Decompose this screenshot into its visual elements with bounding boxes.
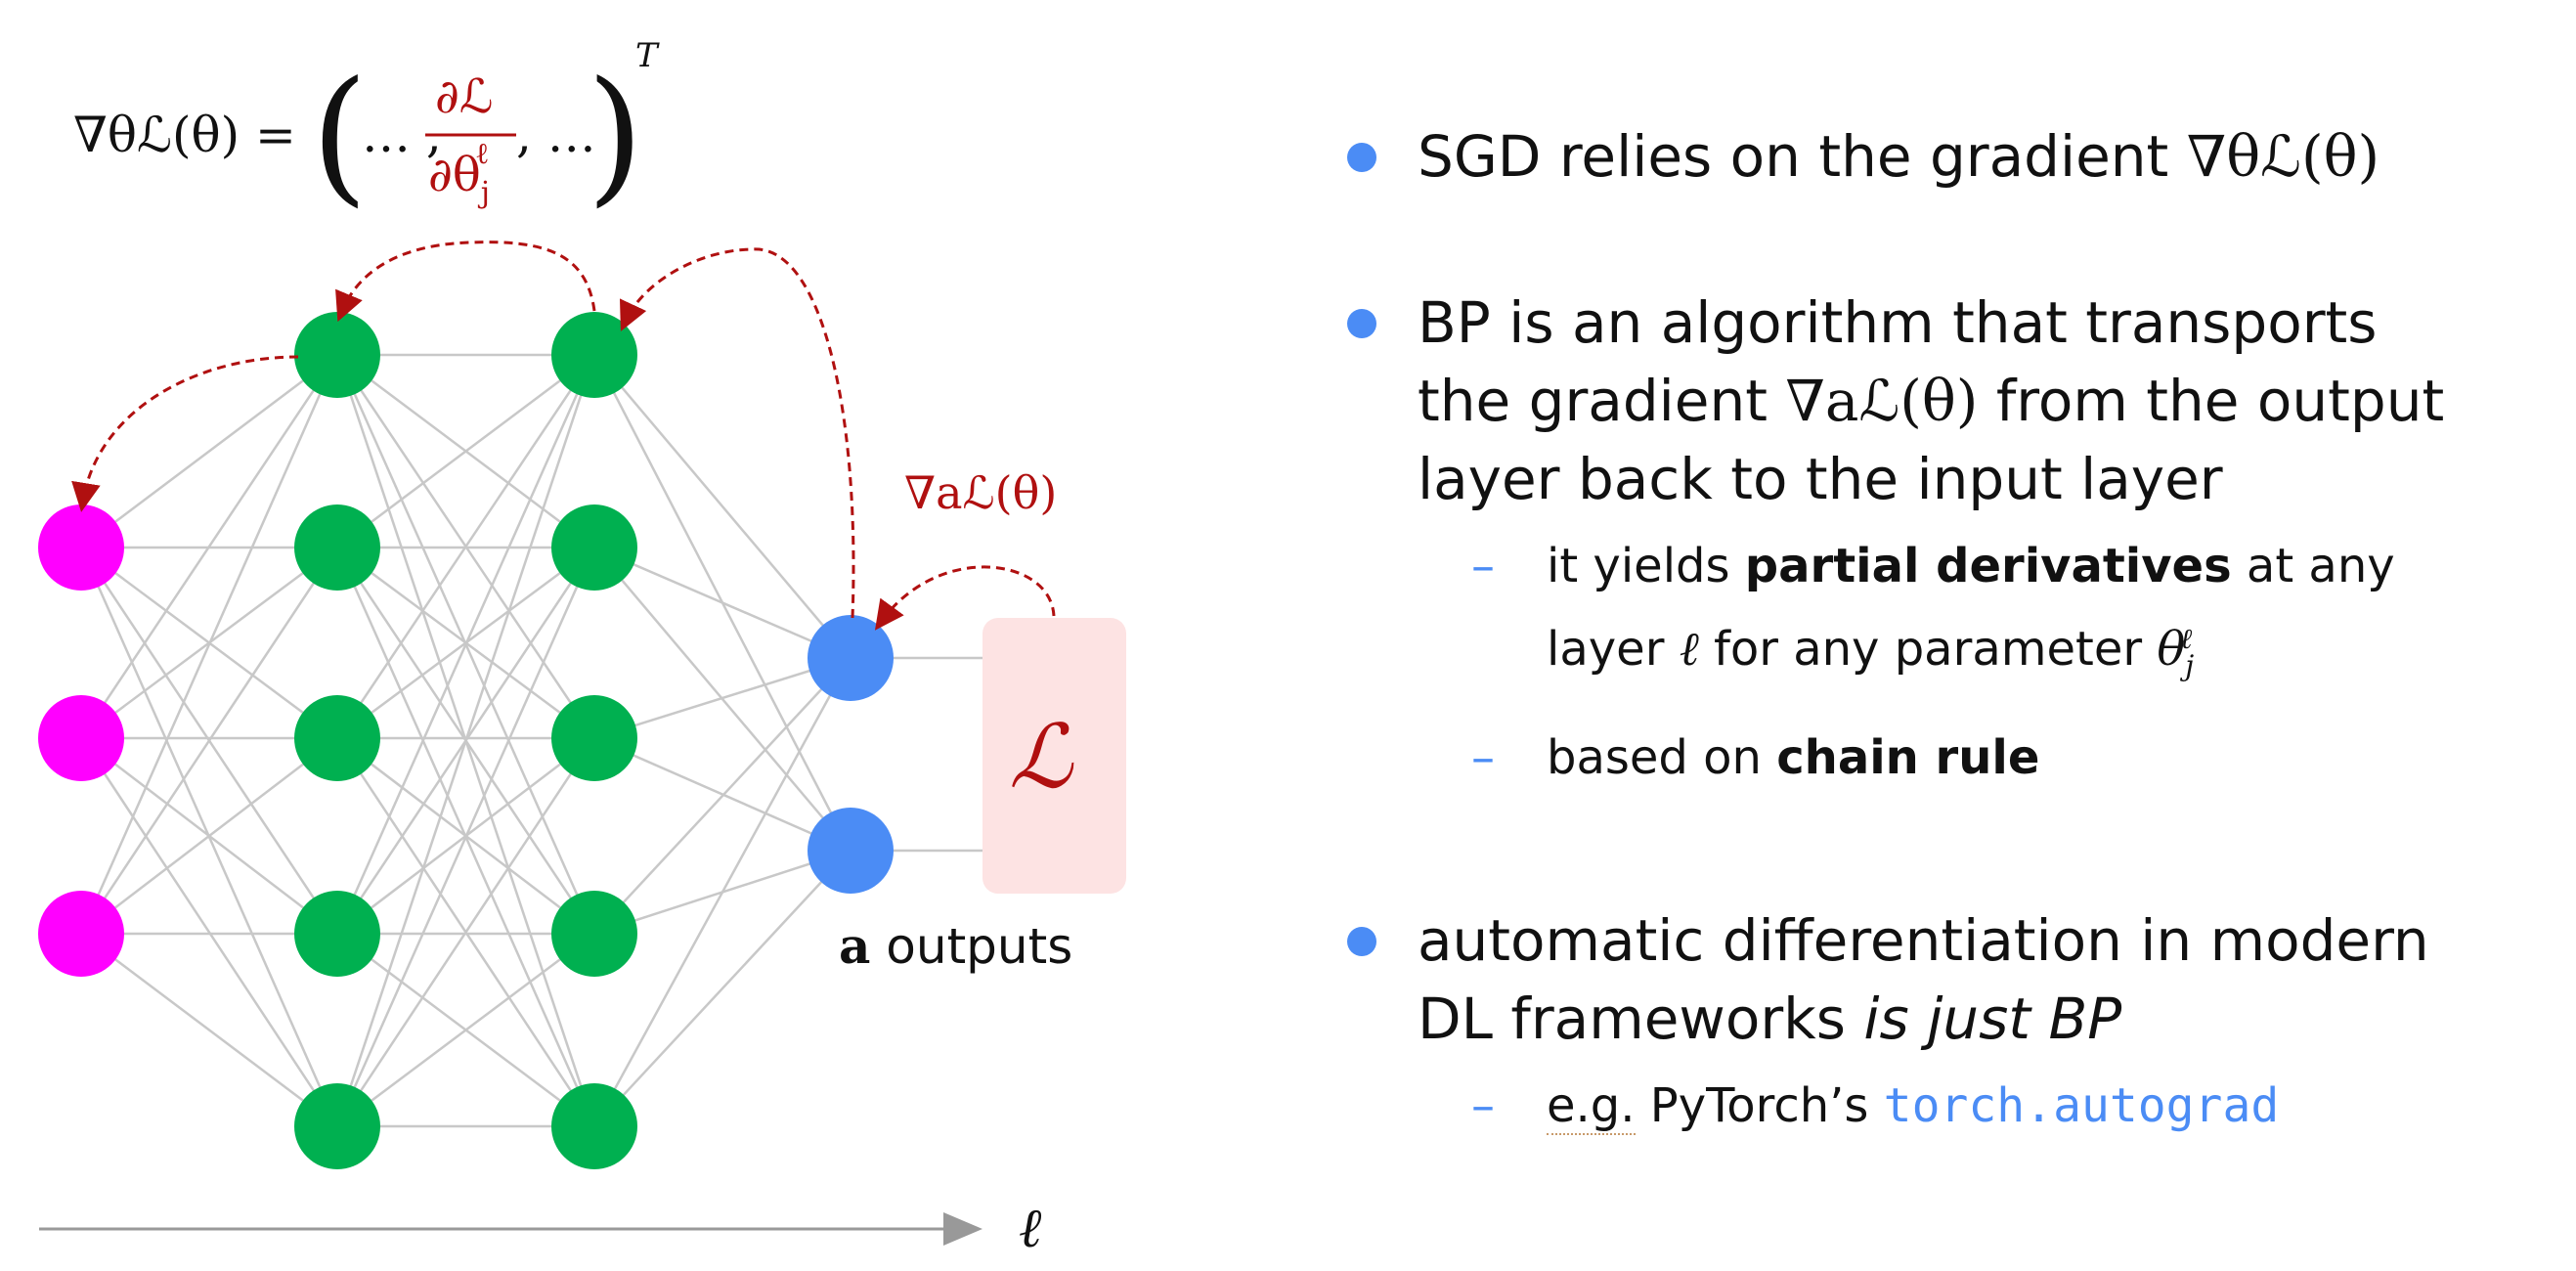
sub-bullet-chain-rule: – based on chain rule — [1471, 729, 2040, 785]
network-edge — [592, 657, 852, 1127]
hidden2-node — [551, 695, 637, 781]
formula-transpose: T — [635, 36, 660, 75]
layer-axis-label: ℓ — [1019, 1197, 1042, 1260]
layer-axis-arrowhead — [943, 1212, 982, 1246]
backprop-arrows — [71, 241, 1056, 631]
network-edge — [593, 657, 851, 935]
hidden1-node — [294, 312, 380, 398]
bullet-autodiff: automatic differentiation in modern DL f… — [1339, 901, 2561, 1058]
sub-bullet-partial-derivatives: – it yields partial derivatives at any l… — [1471, 539, 2395, 682]
formula-lhs: ∇θℒ(θ) = — [73, 107, 296, 163]
formula-right-paren: ) — [587, 51, 644, 221]
bullet-sgd: SGD relies on the gradient ∇θℒ(θ) — [1339, 117, 2561, 196]
formula-denominator: ∂θjℓ — [428, 137, 490, 210]
hidden1-node — [294, 1083, 380, 1169]
gradient-formula: ∇θℒ(θ) = ( … , ∂ℒ ∂θjℓ , … ) T — [73, 36, 660, 221]
network-edge — [335, 547, 596, 1127]
arrow-output-to-h2 — [620, 247, 855, 619]
arrow-loss-to-output — [874, 565, 1056, 631]
network-edge — [79, 737, 339, 1127]
network-edge — [79, 354, 339, 739]
bullet-list: SGD relies on the gradient ∇θℒ(θ) BP is … — [1339, 117, 2561, 1142]
loss-symbol: ℒ — [1009, 706, 1074, 809]
network-edge — [336, 932, 595, 1128]
hidden1-node — [294, 504, 380, 591]
network-edge — [335, 737, 596, 1127]
bullet-dot — [1347, 309, 1376, 338]
hidden2-node — [551, 312, 637, 398]
network-edge — [335, 354, 596, 739]
hidden2-node — [551, 891, 637, 977]
network-diagram: ∇θℒ(θ) = ( … , ∂ℒ ∂θjℓ , … ) T ℒ ∇aℒ(θ) … — [38, 36, 1126, 1260]
formula-dots-right: , … — [516, 107, 596, 163]
bullet-dot — [1347, 926, 1376, 956]
bullet-dot — [1347, 143, 1376, 172]
network-edge — [335, 354, 596, 935]
input-node — [38, 504, 124, 591]
hidden2-node — [551, 504, 637, 591]
hidden2-node — [551, 1083, 637, 1169]
network-edge — [335, 354, 596, 1127]
output-node — [808, 808, 894, 894]
input-node — [38, 891, 124, 977]
formula-numerator: ∂ℒ — [435, 69, 493, 124]
input-node — [38, 695, 124, 781]
sub-bullet-pytorch: – e.g. PyTorch’s torch.autograd — [1471, 1077, 2280, 1135]
network-edge — [593, 354, 851, 659]
network-edge — [593, 850, 851, 1127]
network-edges — [79, 353, 982, 1128]
arrow-h1-to-input — [71, 355, 299, 512]
network-nodes — [38, 312, 894, 1169]
output-gradient-label: ∇aℒ(θ) — [904, 466, 1057, 519]
network-edge — [79, 354, 339, 935]
hidden1-node — [294, 695, 380, 781]
network-edge — [80, 933, 338, 1127]
network-edge — [593, 546, 851, 660]
hidden1-node — [294, 891, 380, 977]
arrow-h2-to-h1 — [335, 241, 596, 323]
outputs-label: a outputs — [839, 917, 1072, 975]
network-edge — [80, 737, 338, 935]
network-edge — [336, 353, 595, 549]
network-edge — [593, 656, 851, 740]
network-edge — [80, 354, 338, 548]
bullet-bp: BP is an algorithm that transports the g… — [1339, 284, 2561, 518]
output-node — [808, 615, 894, 701]
formula-left-paren: ( — [311, 51, 369, 221]
network-edge — [79, 547, 339, 935]
loss-box — [982, 618, 1126, 894]
